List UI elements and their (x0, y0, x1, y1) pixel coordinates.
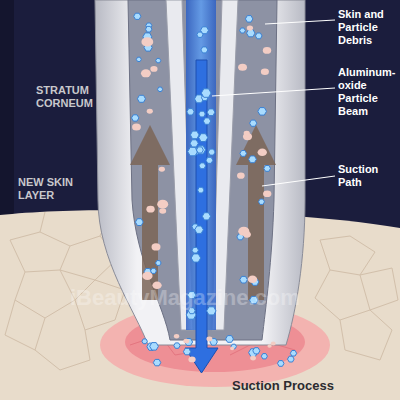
skin-debris (141, 37, 153, 46)
oxide-particle (240, 276, 248, 283)
oxide-particle (261, 354, 267, 359)
oxide-particle (201, 89, 211, 98)
leader-lines (212, 20, 335, 186)
oxide-particle (158, 87, 163, 91)
skin-debris (147, 109, 153, 114)
skin-debris (206, 337, 212, 342)
oxide-particle (142, 339, 148, 344)
skin-debris (132, 123, 141, 130)
oxide-particle (201, 47, 208, 53)
oxide-particle (249, 156, 257, 163)
oxide-particle (208, 149, 215, 155)
oxide-particle (199, 134, 208, 142)
oxide-particle (253, 348, 260, 354)
oxide-particle (134, 13, 141, 19)
oxide-particle (290, 351, 296, 357)
oxide-particle (196, 146, 205, 154)
skin-debris (159, 208, 166, 214)
skin-debris (261, 69, 269, 75)
oxide-particle (247, 30, 256, 37)
skin-debris (250, 356, 256, 361)
oxide-particle (199, 111, 206, 117)
oxide-particle (278, 361, 285, 367)
skin-debris (238, 227, 249, 236)
callout-label: Aluminum-oxide Particle Beam (338, 66, 400, 118)
oxide-particle (202, 213, 210, 220)
skin-debris (248, 276, 257, 284)
oxide-particle (226, 336, 234, 343)
skin-debris (244, 131, 250, 136)
oxide-particle (132, 115, 139, 121)
oxide-particle (207, 109, 215, 116)
oxide-particle (240, 28, 246, 33)
skin-debris (258, 149, 267, 156)
oxide-particle (156, 261, 162, 266)
skin-debris (174, 334, 179, 338)
oxide-particle (156, 58, 161, 62)
skin-debris (263, 47, 271, 54)
skin-debris (188, 357, 195, 363)
skin-debris (146, 206, 154, 213)
skin-debris (183, 339, 189, 344)
oxide-particle (187, 109, 194, 115)
oxide-particle (255, 33, 262, 39)
oxide-particle (199, 163, 206, 169)
oxide-particle (195, 226, 204, 233)
skin-debris (237, 173, 245, 179)
oxide-particle (137, 95, 145, 102)
suction-arrow (130, 125, 170, 300)
oxide-particle (191, 254, 201, 262)
oxide-particle (206, 157, 213, 163)
beam-arrow (185, 60, 218, 373)
callout-label: Suction Path (338, 163, 388, 189)
skin-debris (267, 344, 271, 347)
skin-debris (247, 25, 253, 30)
oxide-particle (192, 247, 199, 253)
oxide-particle (190, 140, 198, 147)
oxide-particle (198, 187, 204, 193)
oxide-particle (197, 32, 203, 37)
oxide-particle (250, 120, 257, 126)
skin-debris (263, 190, 271, 197)
oxide-particle (240, 151, 247, 157)
skin-debris (230, 347, 234, 350)
suction-arrow (236, 125, 276, 300)
layer-label: NEW SKIN LAYER (18, 176, 78, 202)
oxide-particle (190, 131, 199, 139)
oxide-particle (153, 359, 161, 365)
oxide-particle (174, 343, 180, 348)
skin-debris (142, 272, 152, 280)
skin-debris (159, 167, 165, 172)
oxide-particle (150, 343, 159, 351)
oxide-particle (203, 118, 210, 124)
oxide-particle (146, 26, 152, 32)
oxide-particle (288, 356, 295, 362)
oxide-particle (136, 57, 141, 61)
oxide-particle (188, 147, 198, 156)
skin-debris (157, 200, 168, 209)
callout-label: Skin and Particle Debris (338, 8, 398, 47)
oxide-particle (259, 199, 265, 204)
oxide-particle (135, 219, 143, 226)
skin-debris (150, 66, 157, 72)
skin-debris (238, 64, 247, 71)
caption: Suction Process (232, 378, 334, 394)
skin-debris (141, 69, 151, 77)
oxide-particle (183, 349, 190, 355)
oxide-particle (258, 108, 267, 116)
oxide-particle (196, 147, 203, 153)
skin-debris (271, 342, 276, 346)
oxide-particle (264, 166, 271, 172)
layer-label: STRATUM CORNEUM (36, 84, 106, 110)
oxide-particle (151, 268, 157, 273)
watermark: iBeautyMagazine.com (70, 286, 400, 310)
skin-debris (152, 243, 161, 250)
particles (132, 13, 297, 366)
oxide-particle (245, 16, 252, 23)
